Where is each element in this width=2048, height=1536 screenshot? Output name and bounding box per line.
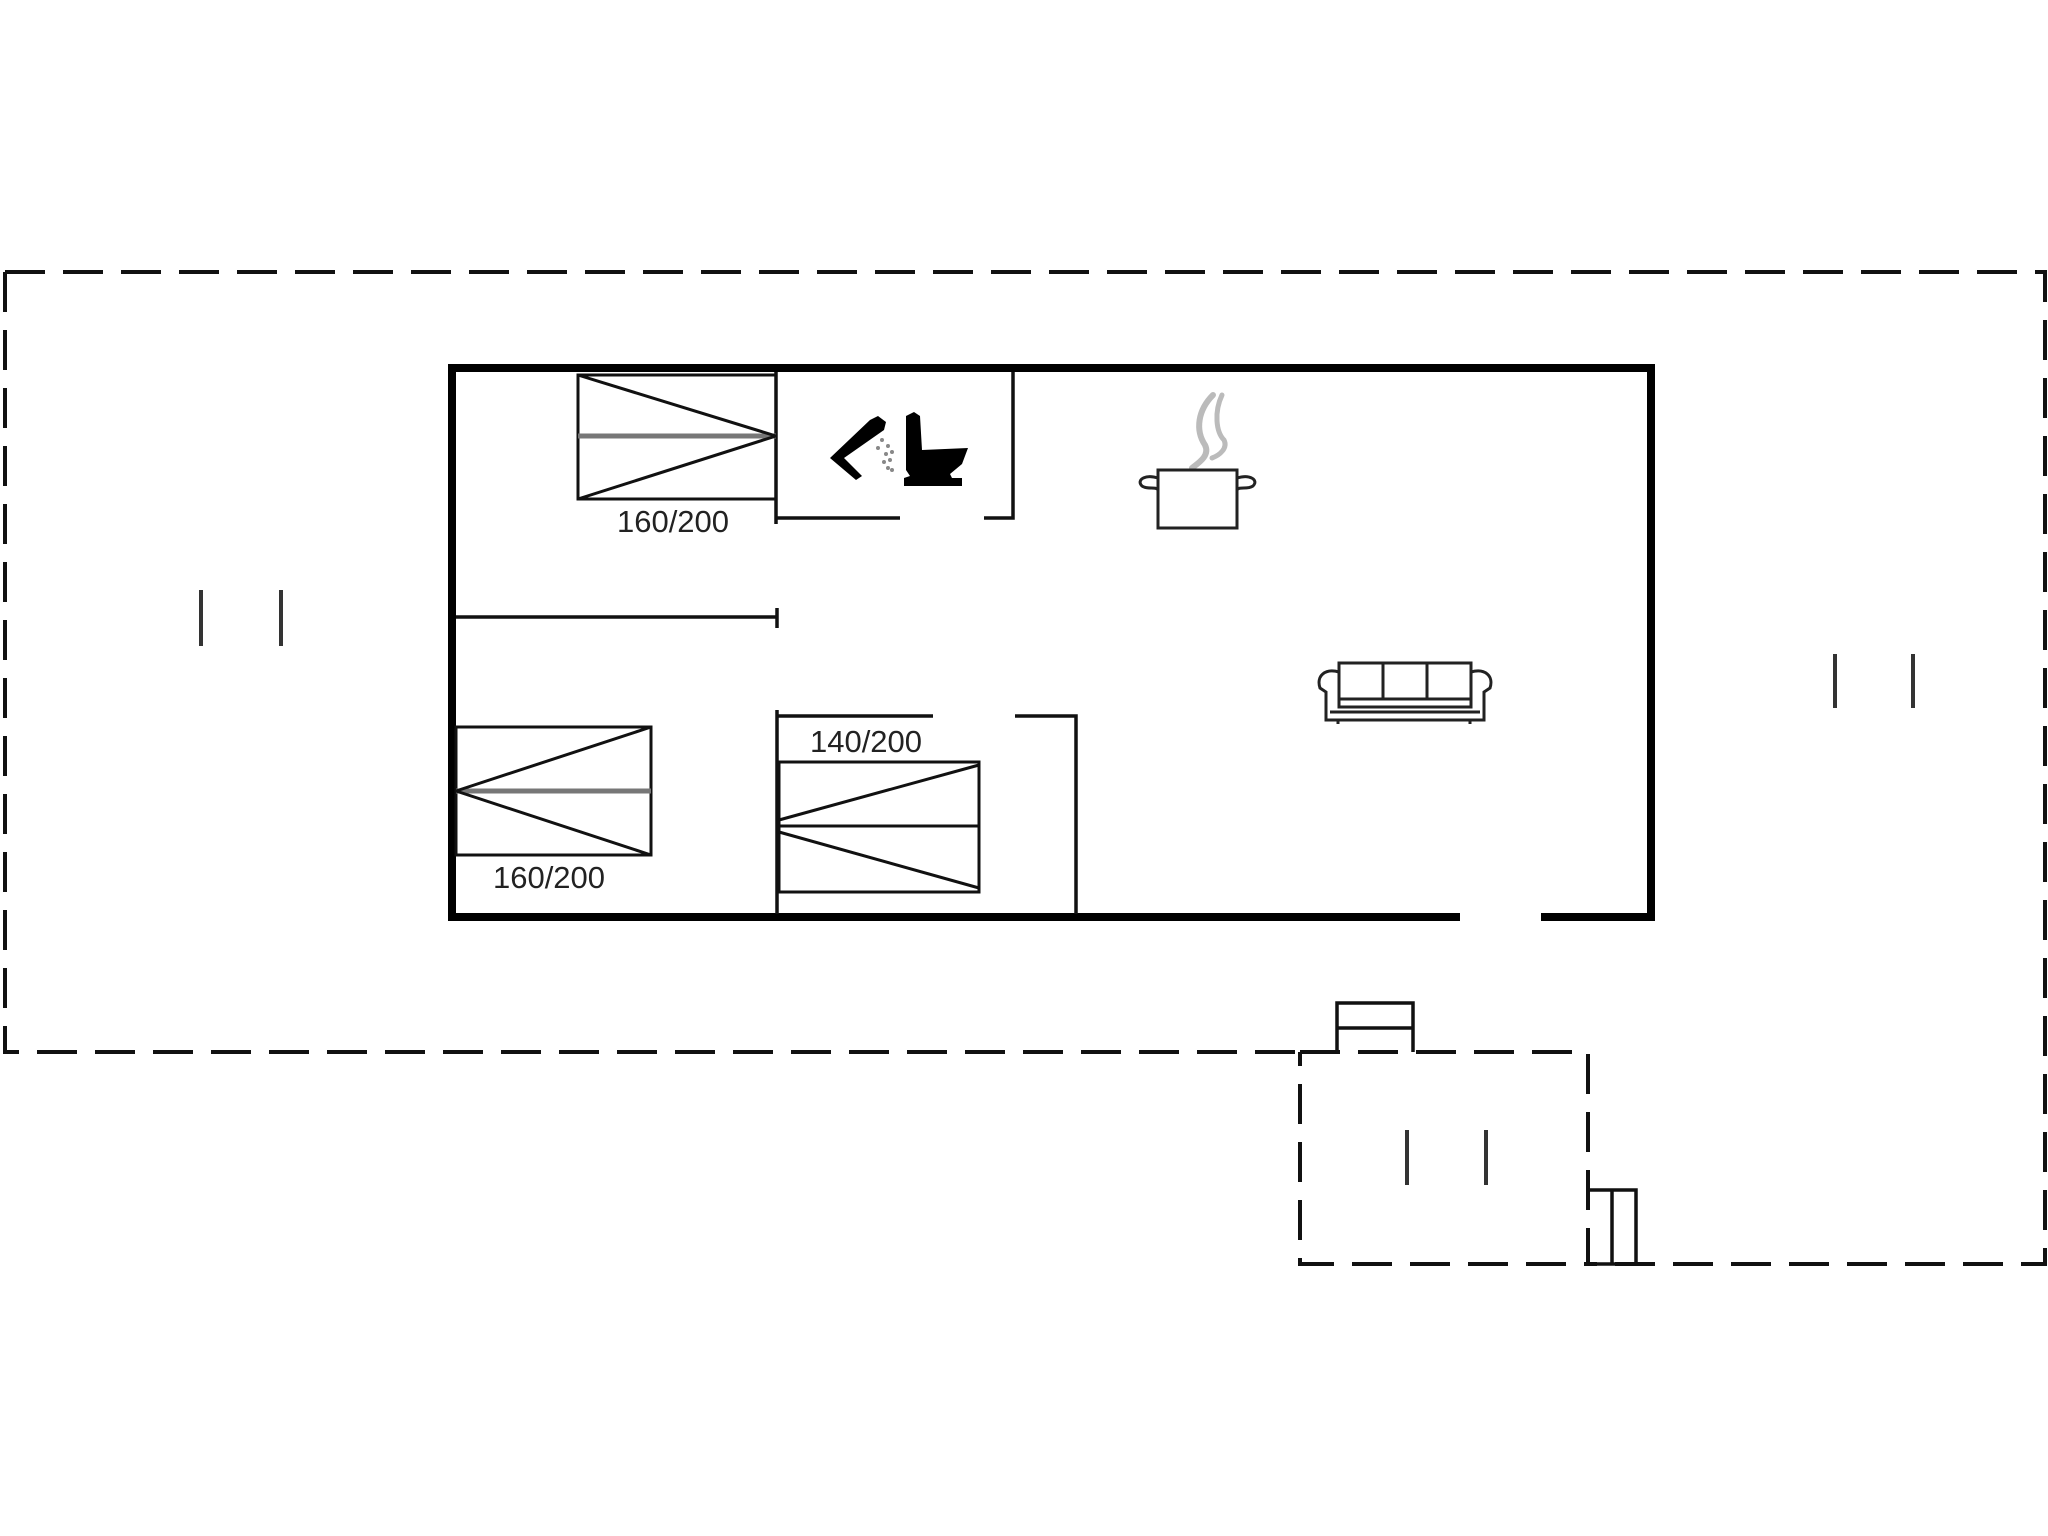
terrace-outline [3, 270, 2047, 1266]
sofa-icon [1317, 661, 1493, 724]
bed-bottom-left [454, 725, 653, 857]
terrace-marks [199, 590, 1915, 1185]
shower-icon [830, 416, 894, 480]
exterior-walls [448, 364, 1655, 921]
steps-side [1588, 1188, 1638, 1266]
toilet-icon [904, 412, 968, 486]
bed-size-label-bottom-left: 160/200 [492, 860, 606, 895]
cooking-pot-icon [1138, 392, 1257, 530]
bed-bottom-middle [777, 760, 981, 894]
bed-size-label-bottom-middle: 140/200 [809, 724, 923, 759]
bed-size-label-top-left: 160/200 [616, 504, 730, 539]
bed-top-left [576, 373, 778, 501]
interior-walls [456, 372, 1078, 914]
steps-front [1335, 1001, 1415, 1052]
